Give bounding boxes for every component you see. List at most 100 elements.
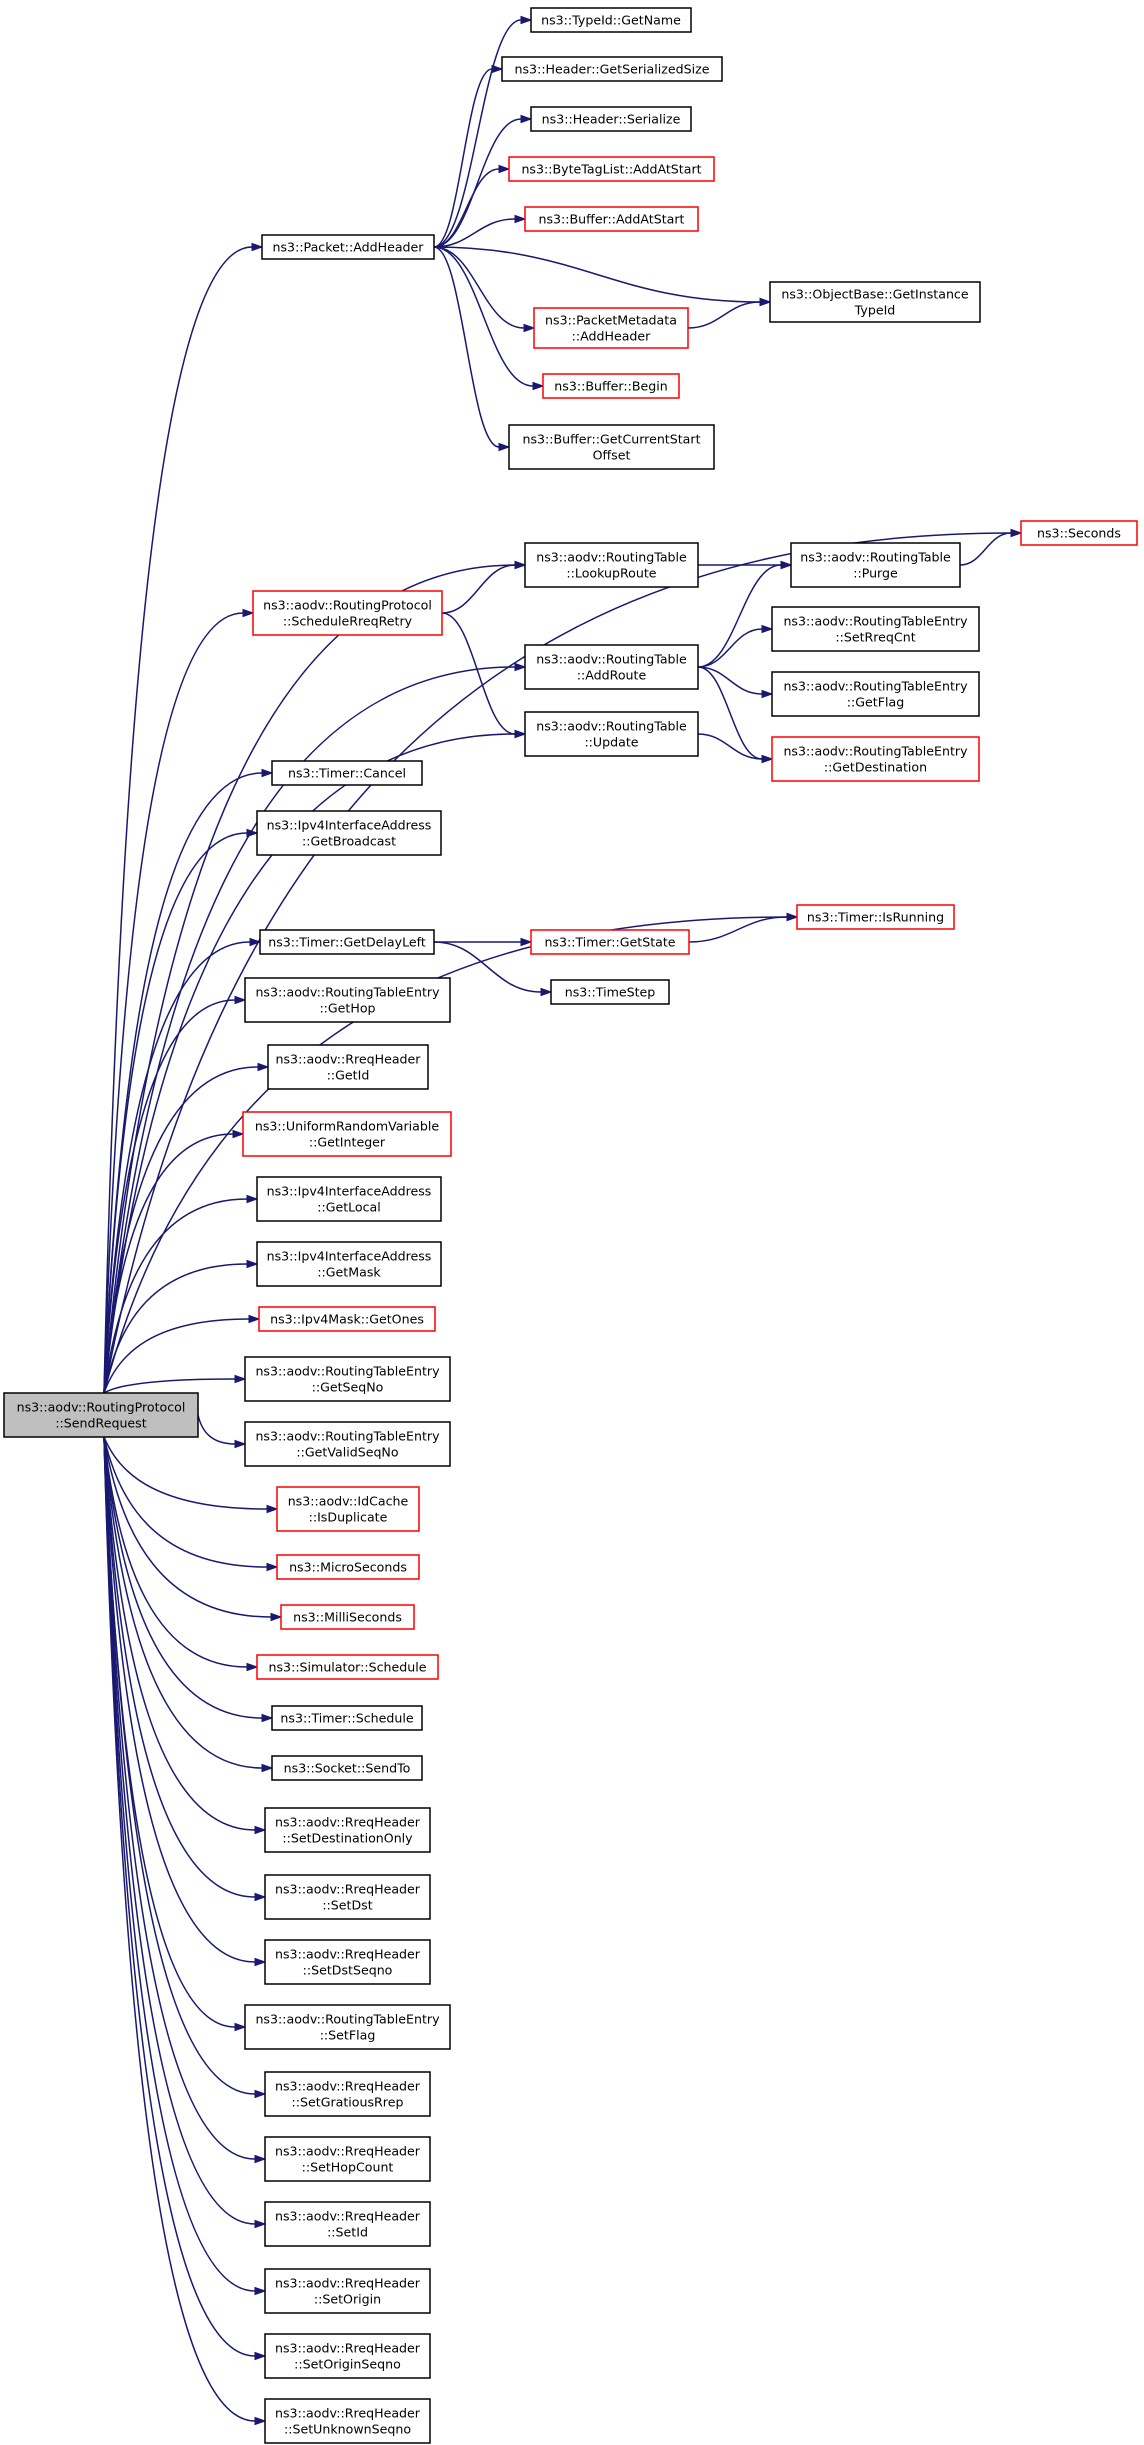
node-milliseconds[interactable]: ns3::MilliSeconds <box>280 1604 415 1630</box>
edge-purge-to-seconds <box>959 532 1012 566</box>
node-lookuproute-label-line: ::LookupRoute <box>566 566 656 581</box>
node-getflag[interactable]: ns3::aodv::RoutingTableEntry::GetFlag <box>771 671 980 717</box>
node-setoriginseqno-label-line: ns3::aodv::RreqHeader <box>275 2341 421 2356</box>
node-sethopcount[interactable]: ns3::aodv::RreqHeader::SetHopCount <box>264 2136 431 2182</box>
node-microseconds[interactable]: ns3::MicroSeconds <box>276 1554 420 1580</box>
node-getmask[interactable]: ns3::Ipv4InterfaceAddress::GetMask <box>256 1241 442 1287</box>
node-isduplicate[interactable]: ns3::aodv::IdCache::IsDuplicate <box>276 1486 420 1532</box>
edge-root-to-addheader <box>103 246 253 1394</box>
arrowhead-root-to-addheader <box>251 242 264 252</box>
node-update[interactable]: ns3::aodv::RoutingTable::Update <box>524 711 699 757</box>
node-getinteger[interactable]: ns3::UniformRandomVariable::GetInteger <box>242 1111 452 1157</box>
node-root[interactable]: ns3::aodv::RoutingProtocol::SendRequest <box>3 1392 199 1438</box>
node-getmask-label-line: ns3::Ipv4InterfaceAddress <box>267 1249 432 1264</box>
node-getdelayleft[interactable]: ns3::Timer::GetDelayLeft <box>259 929 435 955</box>
node-timerschedule[interactable]: ns3::Timer::Schedule <box>271 1705 423 1731</box>
arrowhead-getstate-to-isrunning <box>786 912 799 922</box>
node-bytetaglist[interactable]: ns3::ByteTagList::AddAtStart <box>508 156 715 182</box>
node-setunknownseqno[interactable]: ns3::aodv::RreqHeader::SetUnknownSeqno <box>264 2398 431 2444</box>
node-addheader[interactable]: ns3::Packet::AddHeader <box>261 234 435 260</box>
node-getbroadcast[interactable]: ns3::Ipv4InterfaceAddress::GetBroadcast <box>256 810 442 856</box>
node-serialize[interactable]: ns3::Header::Serialize <box>530 106 692 132</box>
node-milliseconds-box <box>280 1604 415 1630</box>
node-gethop-box <box>244 977 451 1023</box>
node-setflag[interactable]: ns3::aodv::RoutingTableEntry::SetFlag <box>244 2004 451 2050</box>
node-serialize-box <box>530 106 692 132</box>
node-setdstseqno-label-line: ns3::aodv::RreqHeader <box>275 1947 421 1962</box>
node-setorigin-label-line: ns3::aodv::RreqHeader <box>275 2276 421 2291</box>
edge-addheader-to-getname <box>433 19 522 248</box>
node-getserializedsize[interactable]: ns3::Header::GetSerializedSize <box>501 56 723 82</box>
node-root-box <box>3 1392 199 1438</box>
node-lookuproute[interactable]: ns3::aodv::RoutingTable::LookupRoute <box>524 542 699 588</box>
arrowhead-addheader-to-serialize <box>520 114 533 124</box>
node-timercancel-label-line: ns3::Timer::Cancel <box>288 766 406 781</box>
node-setrreqcnt[interactable]: ns3::aodv::RoutingTableEntry::SetRreqCnt <box>771 606 980 652</box>
node-setoriginseqno[interactable]: ns3::aodv::RreqHeader::SetOriginSeqno <box>264 2333 431 2379</box>
node-bytetaglist-box <box>508 156 715 182</box>
node-getvalidseqno-label-line: ::GetValidSeqNo <box>296 1445 398 1460</box>
node-seconds[interactable]: ns3::Seconds <box>1020 520 1138 546</box>
node-microseconds-label-line: ns3::MicroSeconds <box>289 1560 407 1575</box>
node-schedulerreqretry[interactable]: ns3::aodv::RoutingProtocol::ScheduleRreq… <box>252 590 443 636</box>
node-simschedule-label-line: ns3::Simulator::Schedule <box>269 1660 427 1675</box>
node-getname-box <box>530 7 692 33</box>
node-getstate[interactable]: ns3::Timer::GetState <box>530 929 690 955</box>
node-setorigin[interactable]: ns3::aodv::RreqHeader::SetOrigin <box>264 2268 431 2314</box>
edge-root-to-gethop <box>103 999 236 1394</box>
edge-root-to-getbroadcast <box>103 832 248 1394</box>
node-getid[interactable]: ns3::aodv::RreqHeader::GetId <box>267 1044 429 1090</box>
node-bufferbegin[interactable]: ns3::Buffer::Begin <box>542 373 680 399</box>
node-simschedule[interactable]: ns3::Simulator::Schedule <box>256 1654 439 1680</box>
arrowhead-addheader-to-bufferaddatstart <box>514 214 527 224</box>
node-getstate-box <box>530 929 690 955</box>
node-timercancel[interactable]: ns3::Timer::Cancel <box>271 760 423 786</box>
node-getones[interactable]: ns3::Ipv4Mask::GetOnes <box>258 1306 436 1332</box>
edge-root-to-getlocal <box>103 1198 248 1394</box>
arrowhead-root-to-sethopcount <box>254 2154 267 2164</box>
node-isduplicate-label-line: ns3::aodv::IdCache <box>288 1494 409 1509</box>
edge-schedulerreqretry-to-update <box>441 612 516 735</box>
node-getdestination[interactable]: ns3::aodv::RoutingTableEntry::GetDestina… <box>771 736 980 782</box>
edge-root-to-addroute <box>103 666 516 1394</box>
arrowhead-addheader-to-bufferbegin <box>532 381 545 391</box>
arrowhead-addroute-to-purge <box>780 560 793 570</box>
node-bufferaddatstart[interactable]: ns3::Buffer::AddAtStart <box>524 206 699 232</box>
edge-root-to-microseconds <box>103 1436 268 1568</box>
node-getid-box <box>267 1044 429 1090</box>
arrowhead-schedulerreqretry-to-lookuproute <box>514 560 527 570</box>
node-gethop[interactable]: ns3::aodv::RoutingTableEntry::GetHop <box>244 977 451 1023</box>
node-sendto[interactable]: ns3::Socket::SendTo <box>271 1755 423 1781</box>
node-getlocal[interactable]: ns3::Ipv4InterfaceAddress::GetLocal <box>256 1176 442 1222</box>
node-getname[interactable]: ns3::TypeId::GetName <box>530 7 692 33</box>
edge-addheader-to-packetmetadata <box>433 246 525 329</box>
node-getbroadcast-label-line: ns3::Ipv4InterfaceAddress <box>267 818 432 833</box>
node-setdestonly[interactable]: ns3::aodv::RreqHeader::SetDestinationOnl… <box>264 1807 431 1853</box>
node-getstate-label-line: ns3::Timer::GetState <box>544 935 675 950</box>
node-getseqno[interactable]: ns3::aodv::RoutingTableEntry::GetSeqNo <box>244 1356 451 1402</box>
arrowhead-root-to-setdstseqno <box>254 1957 267 1967</box>
arrowhead-getdelayleft-to-timestep <box>540 987 553 997</box>
node-setid[interactable]: ns3::aodv::RreqHeader::SetId <box>264 2201 431 2247</box>
node-setdst-label-line: ::SetDst <box>322 1898 372 1913</box>
arrowhead-root-to-getinteger <box>232 1129 245 1139</box>
node-timestep[interactable]: ns3::TimeStep <box>550 979 670 1005</box>
arrowhead-root-to-getmask <box>246 1259 259 1269</box>
node-update-box <box>524 711 699 757</box>
node-setdstseqno[interactable]: ns3::aodv::RreqHeader::SetDstSeqno <box>264 1939 431 1985</box>
node-getseqno-box <box>244 1356 451 1402</box>
edge-addroute-to-getdestination <box>697 666 763 760</box>
node-getvalidseqno[interactable]: ns3::aodv::RoutingTableEntry::GetValidSe… <box>244 1421 451 1467</box>
node-packetmetadata[interactable]: ns3::PacketMetadata::AddHeader <box>533 307 689 349</box>
node-setdestonly-label-line: ns3::aodv::RreqHeader <box>275 1815 421 1830</box>
edge-root-to-getmask <box>103 1263 248 1394</box>
node-isrunning[interactable]: ns3::Timer::IsRunning <box>796 904 955 930</box>
node-purge[interactable]: ns3::aodv::RoutingTable::Purge <box>790 542 961 588</box>
node-setgratuitous[interactable]: ns3::aodv::RreqHeader::SetGratiousRrep <box>264 2071 431 2117</box>
node-addroute[interactable]: ns3::aodv::RoutingTable::AddRoute <box>524 644 699 690</box>
node-setdst[interactable]: ns3::aodv::RreqHeader::SetDst <box>264 1874 431 1920</box>
edge-root-to-getvalidseqno <box>197 1414 236 1445</box>
